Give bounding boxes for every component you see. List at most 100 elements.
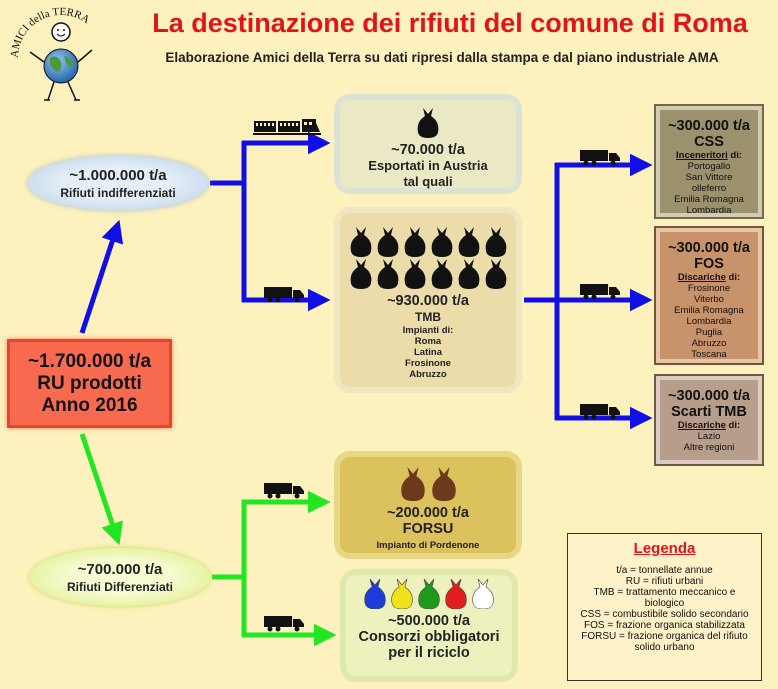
legend-item: solido urbano	[634, 642, 695, 653]
black-bag-icon	[485, 259, 506, 289]
scarti-site: Lazio	[697, 431, 721, 442]
truck-icon	[580, 284, 620, 300]
forsu-name: FORSU	[402, 521, 454, 537]
black-bag-icon	[431, 227, 452, 257]
scarti-amount: ~300.000 t/a	[668, 388, 750, 404]
legend-box: Legenda t/a = tonnellate annue RU = rifi…	[567, 533, 762, 681]
tmb-site: Frosinone	[405, 358, 451, 369]
differenziati-oval: ~700.000 t/a Rifiuti Differenziati	[30, 548, 210, 606]
forsu-amount: ~200.000 t/a	[387, 505, 469, 521]
black-bag-icon	[377, 259, 398, 289]
fos-heading: Discariche di:	[678, 272, 740, 283]
fos-site: Puglia	[695, 327, 723, 338]
css-site: Emilia Romagna	[674, 194, 744, 205]
truck-icon	[264, 287, 304, 303]
blue-bag-icon	[364, 579, 386, 609]
legend-item: FORSU = frazione organica del rifiuto	[581, 631, 748, 642]
bag-icons	[416, 108, 440, 138]
legend-title: Legenda	[633, 540, 696, 557]
black-bag-icon	[350, 259, 371, 289]
logo-text: AMICI della TERRA	[9, 6, 92, 58]
truck-icon	[264, 483, 304, 499]
fos-heading-underlined: Discariche	[677, 272, 726, 283]
css-heading: Inceneritori di:	[676, 150, 742, 161]
fos-amount: ~300.000 t/a	[668, 240, 750, 256]
yellow-bag-icon	[391, 579, 413, 609]
fos-site: Viterbo	[694, 294, 724, 305]
scarti-site: Altre regioni	[683, 442, 735, 453]
page-subtitle: Elaborazione Amici della Terra su dati r…	[165, 50, 719, 65]
css-name: CSS	[694, 134, 724, 150]
riciclo-box: ~500.000 t/a Consorzi obbligatori per il…	[340, 569, 518, 682]
tmb-box: ~930.000 t/a TMB Impianti di: Roma Latin…	[334, 207, 522, 393]
tmb-heading: Impianti di:	[402, 325, 454, 336]
bag-icons	[399, 467, 458, 501]
bag-icons	[363, 579, 495, 609]
css-heading-underlined: Inceneritori	[676, 150, 728, 161]
brown-bag-icon	[431, 467, 456, 501]
austria-line2: tal quali	[403, 174, 453, 189]
black-bag-icon	[458, 259, 479, 289]
fos-box: ~300.000 t/a FOS Discariche di: Frosinon…	[654, 226, 764, 365]
black-bag-icon	[377, 227, 398, 257]
fos-site: Toscana	[691, 349, 727, 360]
black-bag-icon	[404, 259, 425, 289]
riciclo-amount: ~500.000 t/a	[388, 613, 470, 629]
arrow-ru-to-differenziati	[79, 433, 123, 546]
truck-icon	[580, 150, 620, 166]
truck-icon	[580, 404, 620, 420]
black-bag-icon	[485, 227, 506, 257]
black-bag-icon	[350, 227, 371, 257]
css-site: Portogallo	[687, 161, 731, 172]
legend-item: TMB = trattamento meccanico e	[593, 587, 736, 598]
fos-name: FOS	[694, 256, 724, 272]
austria-amount: ~70.000 t/a	[391, 142, 465, 158]
legend-item: t/a = tonnellate annue	[616, 565, 713, 576]
legend-item: biologico	[644, 598, 685, 609]
scarti-tmb-box: ~300.000 t/a Scarti TMB Discariche di: L…	[654, 374, 764, 466]
indifferenziati-amount: ~1.000.000 t/a	[69, 166, 167, 184]
fos-site: Lombardia	[686, 316, 732, 327]
css-amount: ~300.000 t/a	[668, 118, 750, 134]
black-bag-icon	[404, 227, 425, 257]
bag-icons	[349, 259, 508, 289]
legend-item: FOS = frazione organica stabilizzata	[584, 620, 745, 631]
fos-site: Frosinone	[687, 283, 731, 294]
css-heading-rest: di:	[727, 150, 742, 161]
css-site: Lombardia	[686, 205, 732, 216]
tmb-amount: ~930.000 t/a	[387, 293, 469, 309]
ru-amount: ~1.700.000 t/a	[27, 350, 152, 372]
scarti-heading-underlined: Discariche	[677, 420, 726, 431]
css-box: ~300.000 t/a CSS Inceneritori di: Portog…	[654, 104, 764, 219]
austria-line1: Esportati in Austria	[368, 158, 488, 173]
differenziati-amount: ~700.000 t/a	[77, 560, 163, 578]
ru-year: Anno 2016	[41, 394, 138, 416]
fos-site: Emilia Romagna	[674, 305, 744, 316]
svg-text:AMICI della TERRA: AMICI della TERRA	[9, 6, 92, 58]
forsu-box: ~200.000 t/a FORSU Impianto di Pordenone	[334, 451, 522, 559]
tmb-name: TMB	[415, 310, 441, 324]
css-site: San Vittore	[685, 172, 733, 183]
fos-site: Abruzzo	[691, 338, 727, 349]
css-site: olleferro	[691, 183, 727, 194]
riciclo-line1: Consorzi obbligatori	[358, 629, 500, 645]
train-icon	[253, 119, 321, 135]
page-title: La destinazione dei rifiuti del comune d…	[152, 8, 748, 38]
ru-prodotti-box: ~1.700.000 t/a RU prodotti Anno 2016	[7, 339, 172, 428]
forsu-plant: Impianto di Pordenone	[376, 540, 480, 551]
indifferenziati-label: Rifiuti indifferenziati	[60, 185, 176, 200]
tmb-site: Latina	[414, 347, 442, 358]
indifferenziati-oval: ~1.000.000 t/a Rifiuti indifferenziati	[28, 156, 208, 210]
tmb-site: Roma	[414, 336, 442, 347]
red-bag-icon	[445, 579, 467, 609]
black-bag-icon	[431, 259, 452, 289]
truck-icon	[264, 616, 304, 632]
legend-item: RU = rifiuti urbani	[625, 576, 704, 587]
scarti-name: Scarti TMB	[671, 404, 747, 420]
tmb-site: Abruzzo	[409, 369, 447, 380]
scarti-heading-rest: di:	[725, 420, 741, 431]
arrow-ru-to-indifferenziati	[79, 219, 124, 334]
bag-icons	[349, 227, 508, 257]
